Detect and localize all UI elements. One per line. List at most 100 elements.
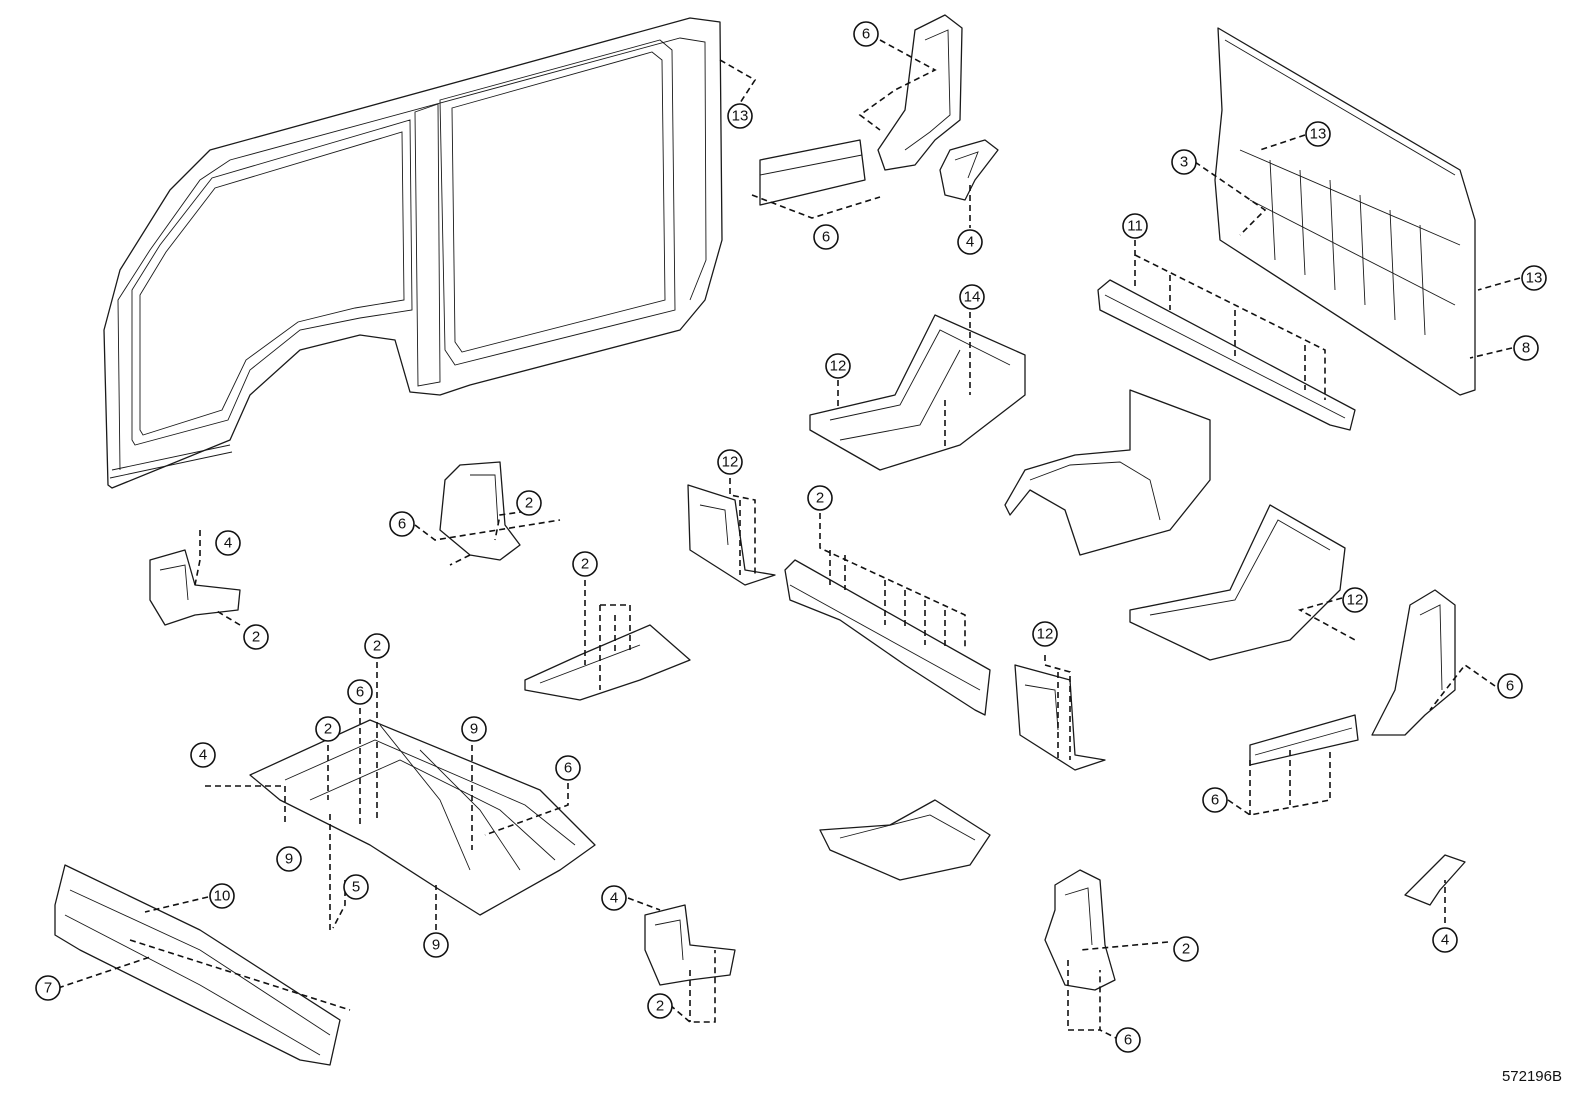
callout-number: 12 bbox=[830, 358, 847, 375]
cowl-top-panel bbox=[54, 864, 341, 1066]
callout-badge: 6 bbox=[1202, 787, 1228, 813]
rear-cross-member bbox=[1097, 279, 1356, 431]
callout-number: 2 bbox=[816, 490, 824, 507]
rear-wheel-house bbox=[1004, 389, 1211, 556]
floor-pan-front-piece bbox=[819, 799, 991, 881]
callout-badge: 2 bbox=[1173, 936, 1199, 962]
rear-floor-pan-lower bbox=[1129, 504, 1346, 661]
callout-number: 14 bbox=[964, 289, 981, 306]
rear-pillar-reinforcement bbox=[1371, 589, 1456, 736]
callout-number: 9 bbox=[470, 721, 478, 738]
callout-badge: 2 bbox=[243, 624, 269, 650]
callout-badge: 2 bbox=[807, 485, 833, 511]
callout-badge: 6 bbox=[1115, 1027, 1141, 1053]
callout-badge: 4 bbox=[601, 885, 627, 911]
callout-number: 9 bbox=[285, 851, 293, 868]
callout-badge: 12 bbox=[1342, 587, 1368, 613]
callout-badge: 2 bbox=[516, 490, 542, 516]
callout-badge: 6 bbox=[555, 755, 581, 781]
callout-number: 8 bbox=[1522, 340, 1530, 357]
callout-number: 6 bbox=[1124, 1032, 1132, 1049]
callout-badge: 2 bbox=[364, 633, 390, 659]
callout-number: 4 bbox=[966, 234, 974, 251]
callout-badge: 12 bbox=[717, 449, 743, 475]
callout-badge: 13 bbox=[1305, 121, 1331, 147]
callout-badge: 8 bbox=[1513, 335, 1539, 361]
callout-badge: 6 bbox=[813, 224, 839, 250]
callout-number: 2 bbox=[525, 495, 533, 512]
callout-number: 5 bbox=[352, 879, 360, 896]
callout-number: 4 bbox=[199, 747, 207, 764]
callout-badge: 2 bbox=[572, 551, 598, 577]
callout-number: 3 bbox=[1180, 154, 1188, 171]
floor-cross-bracket bbox=[524, 624, 691, 701]
callout-number: 2 bbox=[373, 638, 381, 655]
callout-number: 6 bbox=[1211, 792, 1219, 809]
center-pillar-lower bbox=[439, 461, 521, 561]
callout-badge: 12 bbox=[1032, 621, 1058, 647]
callout-number: 13 bbox=[1310, 126, 1327, 143]
callouts: 13 6 6 4 3 13 13 8 11 14 12 12 2 12 12 6… bbox=[35, 21, 1547, 1053]
rear-lower-rail bbox=[1249, 714, 1359, 766]
callout-badge: 4 bbox=[190, 742, 216, 768]
callout-number: 12 bbox=[1037, 626, 1054, 643]
callout-badge: 6 bbox=[347, 679, 373, 705]
lower-front-bracket bbox=[644, 904, 736, 986]
callout-number: 6 bbox=[564, 760, 572, 777]
callout-badge: 10 bbox=[209, 883, 235, 909]
callout-number: 12 bbox=[1347, 592, 1364, 609]
callout-number: 13 bbox=[1526, 270, 1543, 287]
callout-badge: 3 bbox=[1171, 149, 1197, 175]
leader-lines bbox=[57, 39, 1521, 1041]
callout-badge: 6 bbox=[853, 21, 879, 47]
callout-badge: 13 bbox=[1521, 265, 1547, 291]
callout-badge: 11 bbox=[1122, 213, 1148, 239]
front-floor-pan-assembly bbox=[249, 719, 596, 916]
callout-number: 10 bbox=[214, 888, 231, 905]
side-panel-outer bbox=[103, 17, 723, 489]
upper-rail bbox=[759, 139, 866, 206]
callout-badge: 9 bbox=[461, 716, 487, 742]
callout-number: 11 bbox=[1127, 218, 1143, 235]
callout-badge: 12 bbox=[825, 353, 851, 379]
diagram-code: 572196B bbox=[1501, 1068, 1562, 1085]
callout-number: 13 bbox=[732, 108, 749, 125]
callout-number: 6 bbox=[822, 229, 830, 246]
callout-number: 2 bbox=[252, 629, 260, 646]
front-pillar-reinforcement bbox=[877, 14, 963, 171]
callout-badge: 6 bbox=[389, 511, 415, 537]
callout-number: 2 bbox=[656, 998, 664, 1015]
callout-number: 4 bbox=[1441, 932, 1449, 949]
callout-badge: 9 bbox=[276, 846, 302, 872]
rear-floor-pan-upper bbox=[809, 314, 1026, 471]
callout-badge: 2 bbox=[647, 993, 673, 1019]
rear-back-panel bbox=[1214, 27, 1476, 396]
callout-number: 6 bbox=[862, 26, 870, 43]
callout-number: 7 bbox=[44, 980, 52, 997]
callout-number: 2 bbox=[324, 721, 332, 738]
callout-badge: 6 bbox=[1497, 673, 1523, 699]
callout-number: 6 bbox=[356, 684, 364, 701]
callout-badge: 4 bbox=[215, 530, 241, 556]
callout-badge: 9 bbox=[423, 932, 449, 958]
floor-side-bracket-right bbox=[1014, 664, 1106, 771]
callout-number: 2 bbox=[1182, 941, 1190, 958]
callout-badge: 2 bbox=[315, 716, 341, 742]
floor-side-bracket-left bbox=[687, 484, 776, 586]
callout-number: 6 bbox=[1506, 678, 1514, 695]
callout-badge: 4 bbox=[957, 229, 983, 255]
callout-number: 12 bbox=[722, 454, 739, 471]
callout-number: 9 bbox=[432, 937, 440, 954]
front-left-bracket bbox=[149, 549, 241, 626]
callout-number: 2 bbox=[581, 556, 589, 573]
callout-badge: 14 bbox=[959, 284, 985, 310]
callout-number: 4 bbox=[224, 535, 232, 552]
callout-number: 4 bbox=[610, 890, 618, 907]
callout-badge: 7 bbox=[35, 975, 61, 1001]
callout-badge: 13 bbox=[727, 103, 753, 129]
callout-badge: 5 bbox=[343, 874, 369, 900]
callout-badge: 4 bbox=[1432, 927, 1458, 953]
lower-right-bracket bbox=[1404, 854, 1466, 906]
center-floor-frame bbox=[784, 559, 991, 716]
